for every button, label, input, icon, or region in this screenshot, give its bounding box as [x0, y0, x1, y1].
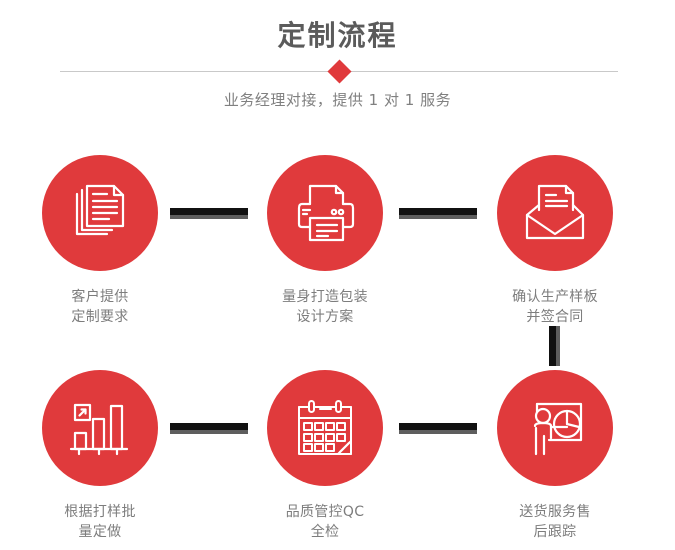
flow-step-6-label: 送货服务售 后跟踪 — [465, 502, 645, 542]
connector-5-to-6 — [399, 423, 477, 434]
flow-step-2-label-line1: 量身打造包装 — [282, 289, 368, 305]
connector-bar-dark — [549, 326, 556, 366]
flow-step-6-label-line2: 后跟踪 — [533, 524, 577, 540]
flow-step-4-label-line1: 根据打样批 — [64, 504, 136, 520]
flow-step-1-label-line1: 客户提供 — [71, 289, 129, 305]
connector-bar-dark — [170, 423, 248, 430]
flow-step-5-circle — [267, 370, 383, 486]
connector-1-to-2 — [170, 208, 248, 219]
flow-step-5-label: 品质管控QC 全检 — [235, 502, 415, 542]
flow-step-5-label-line1: 品质管控QC — [285, 504, 365, 520]
presentation-pie-chart-icon — [523, 396, 587, 460]
flow-step-6[interactable]: 送货服务售 后跟踪 — [465, 370, 645, 542]
flow-step-3[interactable]: 确认生产样板 并签合同 — [465, 155, 645, 327]
flow-step-3-label: 确认生产样板 并签合同 — [465, 287, 645, 327]
connector-4-to-5 — [170, 423, 248, 434]
flow-step-3-label-line2: 并签合同 — [526, 309, 584, 325]
page-subtitle: 业务经理对接，提供 1 对 1 服务 — [223, 91, 452, 109]
connector-bar-shadow — [170, 430, 248, 434]
flow-step-4[interactable]: 根据打样批 量定做 — [10, 370, 190, 542]
page-title: 定制流程 — [277, 19, 398, 52]
flow-step-2-circle — [267, 155, 383, 271]
connector-2-to-3 — [399, 208, 477, 219]
flow-step-1-circle — [42, 155, 158, 271]
diamond-icon — [327, 59, 352, 84]
connector-bar-dark — [170, 208, 248, 215]
flow-step-1[interactable]: 客户提供 定制要求 — [10, 155, 190, 327]
flow-step-4-circle — [42, 370, 158, 486]
flow-step-2-label-line2: 设计方案 — [296, 309, 354, 325]
flow-step-3-label-line1: 确认生产样板 — [512, 289, 598, 305]
page-header: 定制流程 业务经理对接，提供 1 对 1 服务 — [0, 0, 675, 130]
flow-step-4-label: 根据打样批 量定做 — [10, 502, 190, 542]
calendar-icon — [293, 396, 357, 460]
flow-step-1-label-line2: 定制要求 — [71, 309, 129, 325]
flow-step-5[interactable]: 品质管控QC 全检 — [235, 370, 415, 542]
flow-step-2[interactable]: 量身打造包装 设计方案 — [235, 155, 415, 327]
flow-step-3-circle — [497, 155, 613, 271]
envelope-document-icon — [522, 180, 588, 246]
connector-bar-dark — [399, 423, 477, 430]
connector-bar-shadow — [399, 215, 477, 219]
connector-bar-shadow — [556, 326, 560, 366]
connector-3-to-4 — [549, 326, 560, 366]
documents-stack-icon — [67, 180, 133, 246]
connector-bar-shadow — [170, 215, 248, 219]
connector-bar-dark — [399, 208, 477, 215]
connector-bar-shadow — [399, 430, 477, 434]
flow-step-1-label: 客户提供 定制要求 — [10, 287, 190, 327]
printer-icon — [292, 180, 358, 246]
flow-step-4-label-line2: 量定做 — [78, 524, 122, 540]
bar-chart-growth-icon — [69, 397, 131, 459]
process-flow-diagram: 客户提供 定制要求 — [0, 130, 675, 550]
title-divider — [60, 59, 618, 84]
flow-step-2-label: 量身打造包装 设计方案 — [235, 287, 415, 327]
flow-step-6-label-line1: 送货服务售 — [519, 504, 591, 520]
flow-step-5-label-line2: 全检 — [310, 524, 340, 540]
flow-step-6-circle — [497, 370, 613, 486]
